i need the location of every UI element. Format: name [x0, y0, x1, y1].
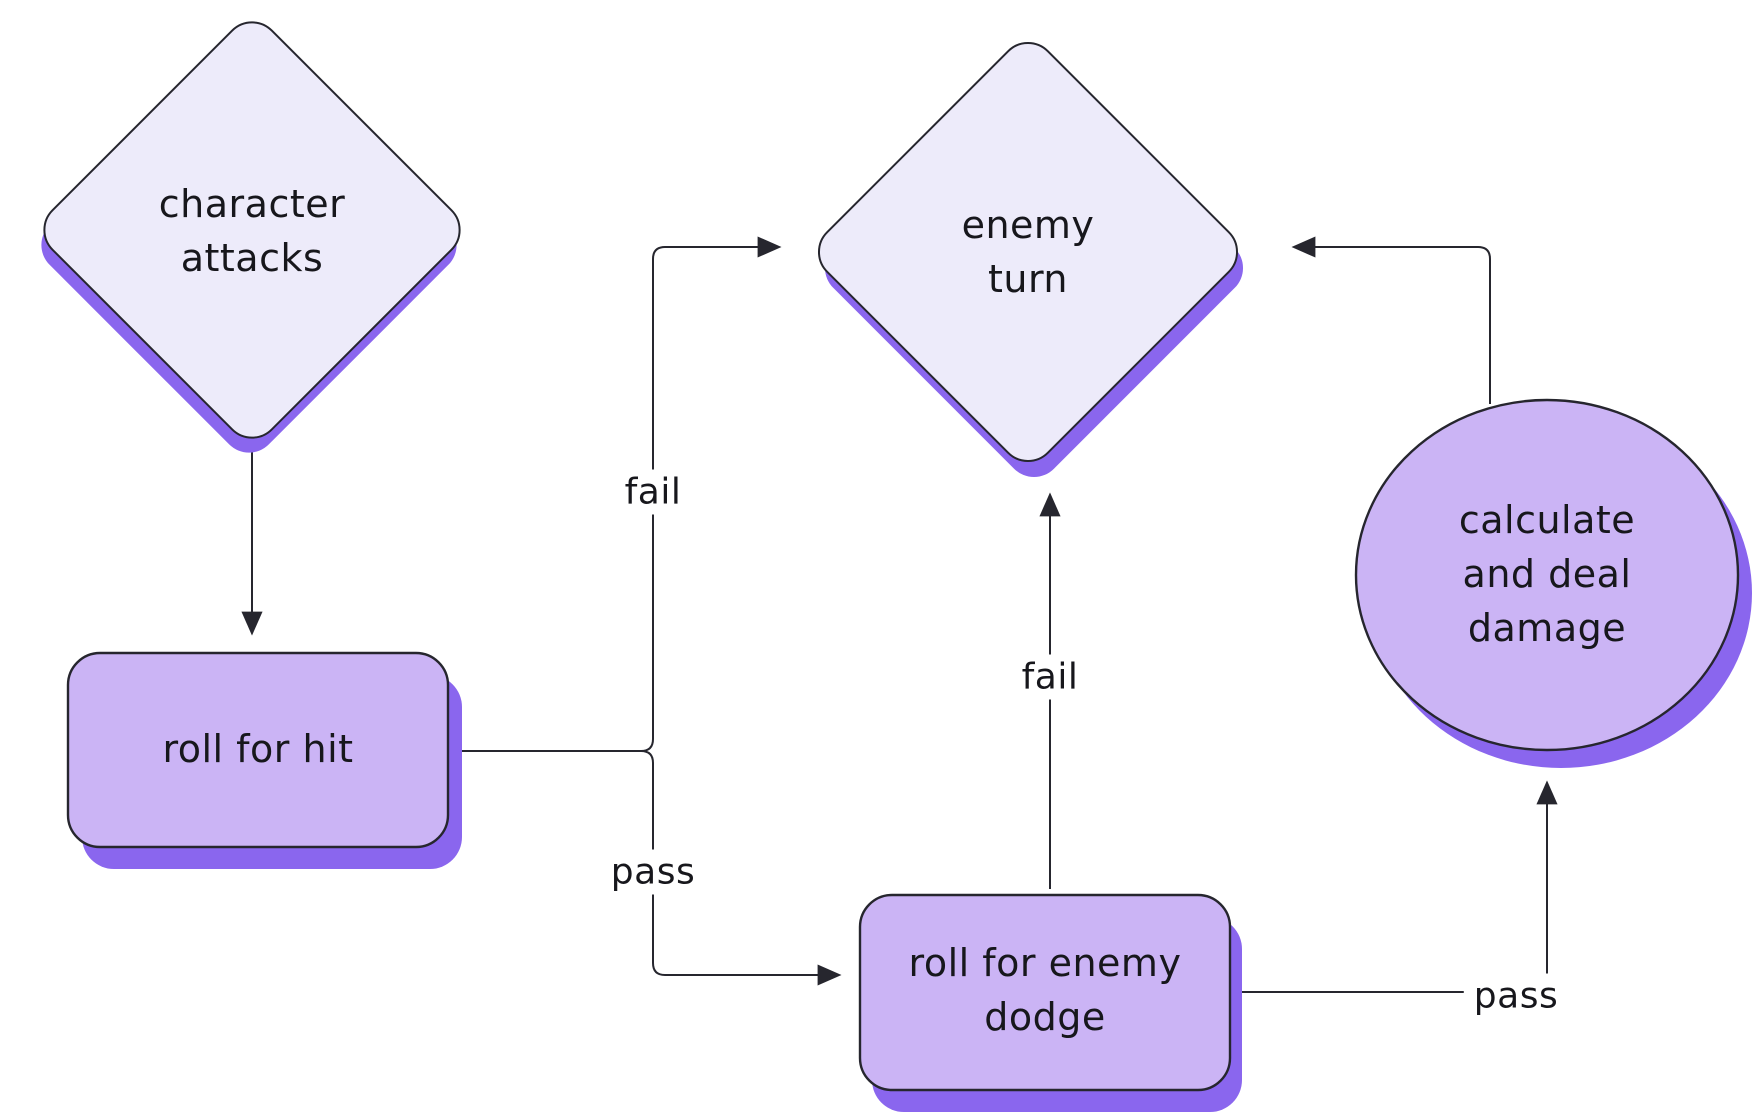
- node-roll-for-enemy-dodge: [858, 893, 1242, 1112]
- edge-roll-for-enemy-dodge-pass-to-calculate-damage: [1234, 780, 1558, 993]
- calculate-damage-circle-shape: [1354, 398, 1740, 752]
- edge-label-fail-roll-for-enemy-dodge: fail: [1011, 654, 1089, 700]
- edge-calculate-damage-to-enemy-turn: [1291, 236, 1491, 404]
- node-character-attacks: [41, 21, 461, 453]
- edge-label-fail-roll-for-hit: fail: [614, 469, 692, 515]
- edge-label-pass-roll-for-hit: pass: [600, 849, 706, 895]
- enemy-turn-diamond-shape: [817, 41, 1239, 463]
- edge-label-pass-roll-for-enemy-dodge: pass: [1463, 973, 1569, 1019]
- character-attacks-diamond-shape: [43, 21, 461, 439]
- roll-for-enemy-dodge-rectangle-shape: [858, 893, 1232, 1092]
- node-enemy-turn: [817, 41, 1244, 478]
- roll-for-hit-rectangle-shape: [66, 651, 450, 849]
- node-roll-for-hit: [66, 651, 462, 869]
- node-calculate-and-deal-damage: [1354, 398, 1752, 768]
